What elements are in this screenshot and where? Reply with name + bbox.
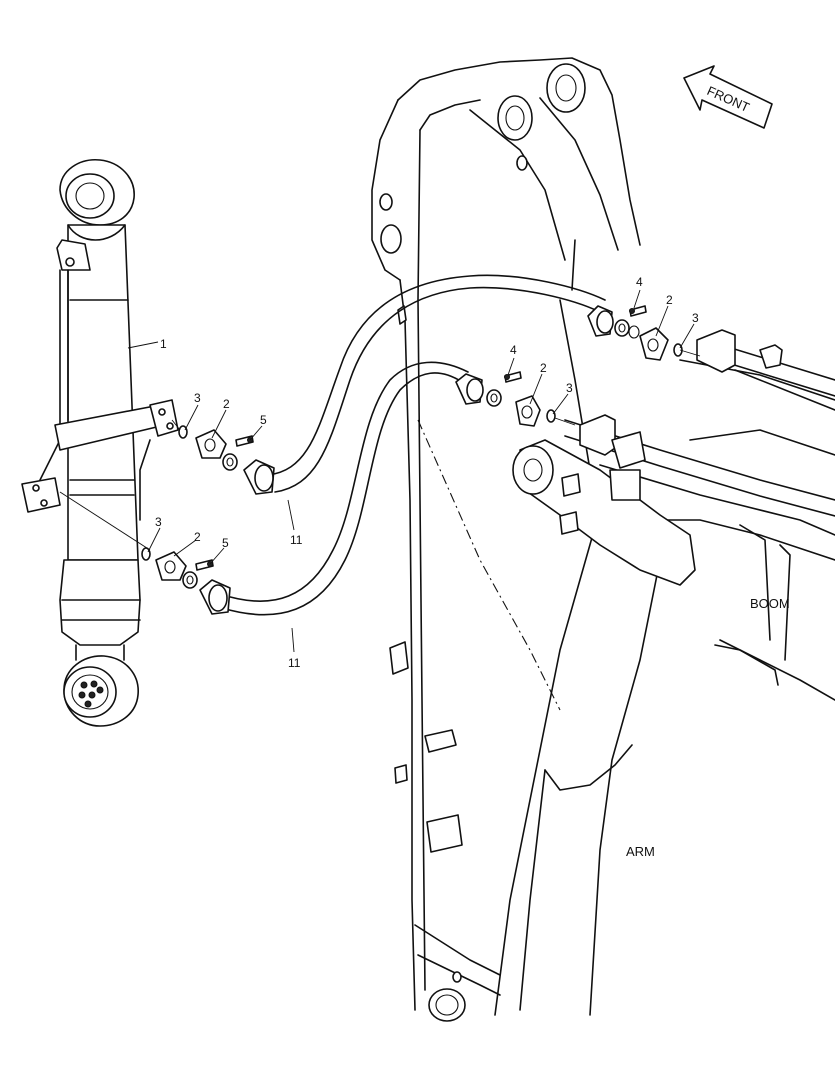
fitting-middle: [455, 371, 556, 427]
callout-2b: 2: [194, 530, 201, 544]
hose-lower: [219, 361, 469, 616]
callout-5a: 5: [260, 413, 267, 427]
fitting-left-upper: [178, 425, 275, 495]
arm-label: ARM: [626, 844, 655, 859]
callout-4b: 4: [510, 343, 517, 357]
hydraulic-cylinder: [21, 159, 179, 727]
callout-2c: 2: [666, 293, 673, 307]
callout-11a: 11: [290, 533, 303, 547]
callout-4a: 4: [636, 275, 643, 289]
callout-11b: 11: [288, 656, 301, 670]
fitting-left-lower: [141, 547, 231, 615]
boom-label: BOOM: [750, 596, 790, 611]
callout-3d: 3: [566, 381, 573, 395]
leader-lines: [127, 289, 695, 653]
alignment-line-right: [679, 349, 701, 357]
alignment-line-middle: [554, 417, 576, 426]
front-arrow: FRONT: [683, 65, 773, 129]
callout-2d: 2: [540, 361, 547, 375]
alignment-line-upper: [171, 419, 181, 431]
callout-3b: 3: [155, 515, 162, 529]
arm-structure: [371, 57, 661, 1022]
callout-3c: 3: [692, 311, 699, 325]
boom-structure: [512, 329, 835, 701]
hose-upper: [267, 274, 606, 493]
callout-5b: 5: [222, 536, 229, 550]
callout-1: 1: [160, 337, 167, 351]
callout-2a: 2: [223, 397, 230, 411]
callout-numbers: 1 3 2 5 3 2 5 4 2 3 4 2 3 11 11: [155, 275, 699, 670]
fitting-upper-right: [587, 305, 683, 361]
alignment-line-lower: [59, 491, 151, 551]
callout-3a: 3: [194, 391, 201, 405]
